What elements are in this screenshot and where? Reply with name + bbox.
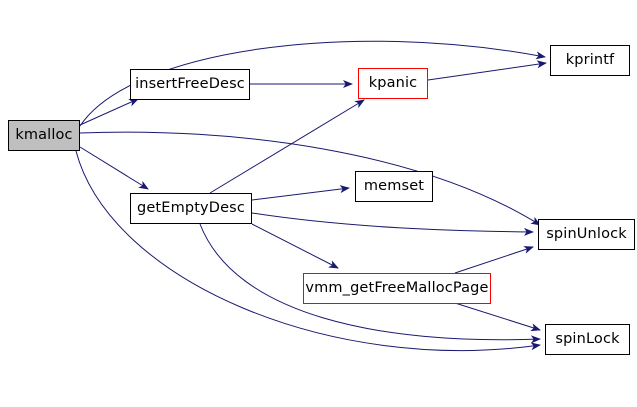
edge-kmalloc-to-spinLock (75, 150, 541, 352)
edge-kmalloc-to-getEmptyDesc (79, 146, 149, 190)
edge-getEmptyDesc-to-vmm_getFreeMallocPage (251, 223, 339, 269)
node-label: getEmptyDesc (137, 200, 245, 217)
node-vmm-getfreemallocpage[interactable]: vmm_getFreeMallocPage (303, 273, 491, 304)
edge-kpanic-to-kprintf (427, 60, 547, 81)
edge-getEmptyDesc-to-memset (251, 185, 350, 201)
node-label: spinUnlock (546, 226, 627, 243)
node-label: memset (363, 178, 425, 195)
node-memset[interactable]: memset (355, 171, 433, 202)
node-getemptydesc[interactable]: getEmptyDesc (130, 193, 252, 224)
node-kpanic[interactable]: kpanic (358, 68, 428, 99)
edges-group (75, 40, 547, 352)
node-spinlock[interactable]: spinLock (545, 324, 630, 355)
node-kprintf[interactable]: kprintf (550, 45, 630, 76)
edge-kmalloc-to-kprintf (79, 40, 546, 127)
edge-getEmptyDesc-to-spinLock (199, 223, 541, 344)
node-label: kprintf (565, 52, 615, 69)
edge-kmalloc-to-insertFreeDesc (79, 98, 139, 126)
node-label: kmalloc (15, 127, 73, 144)
edge-vmm_getFreeMallocPage-to-spinLock (454, 302, 541, 332)
edge-kmalloc-to-spinUnlock (79, 131, 541, 226)
node-spinunlock[interactable]: spinUnlock (538, 219, 635, 250)
edge-getEmptyDesc-to-spinUnlock (251, 212, 534, 236)
node-label: vmm_getFreeMallocPage (305, 280, 489, 297)
node-kmalloc[interactable]: kmalloc (8, 120, 80, 151)
node-insertfreedesc[interactable]: insertFreeDesc (130, 69, 250, 100)
edge-vmm_getFreeMallocPage-to-spinUnlock (454, 246, 534, 274)
edge-getEmptyDesc-to-kpanic (209, 99, 365, 194)
node-label: insertFreeDesc (135, 76, 245, 93)
node-label: spinLock (555, 331, 620, 348)
node-label: kpanic (368, 75, 418, 92)
